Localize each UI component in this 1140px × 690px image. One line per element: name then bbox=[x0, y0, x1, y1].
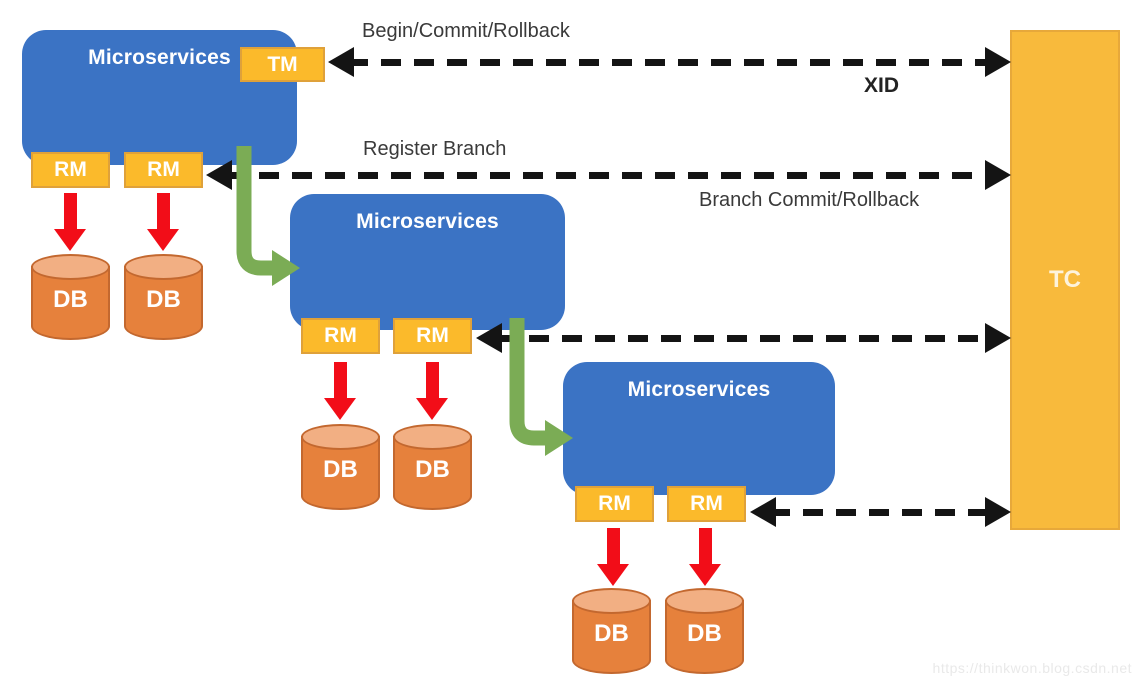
microservice-3-label: Microservices bbox=[627, 378, 771, 401]
red-down-arrow-icon bbox=[597, 528, 630, 586]
rm-badge-1a: RM bbox=[31, 152, 110, 188]
arrow-right-head-icon bbox=[985, 160, 1011, 190]
rm-badge-1b: RM bbox=[124, 152, 203, 188]
begin-commit-rollback-arrow bbox=[328, 47, 1011, 77]
rm-label: RM bbox=[324, 324, 357, 347]
red-down-arrow-icon bbox=[324, 362, 357, 420]
rm-badge-2b: RM bbox=[393, 318, 472, 354]
db-cylinder-1a: DB bbox=[31, 254, 110, 340]
red-down-arrow-icon bbox=[54, 193, 87, 251]
rm-label: RM bbox=[416, 324, 449, 347]
db-cylinder-2a: DB bbox=[301, 424, 380, 510]
rm-label: RM bbox=[147, 158, 180, 181]
tc-box: TC bbox=[1010, 30, 1120, 530]
rm-badge-2a: RM bbox=[301, 318, 380, 354]
microservice-1-label: Microservices bbox=[88, 46, 231, 69]
green-invoke-arrow-2 bbox=[509, 318, 573, 456]
green-invoke-arrow-1 bbox=[236, 146, 300, 286]
tm-badge: TM bbox=[240, 47, 325, 82]
red-down-arrow-icon bbox=[416, 362, 449, 420]
rm-badge-3b: RM bbox=[667, 486, 746, 522]
db-label: DB bbox=[53, 286, 88, 313]
red-down-arrow-icon bbox=[147, 193, 180, 251]
microservice-box-3: Microservices bbox=[563, 362, 835, 495]
red-down-arrow-icon bbox=[689, 528, 722, 586]
db-label: DB bbox=[687, 620, 722, 647]
arrow-right-head-icon bbox=[985, 47, 1011, 77]
tm-label: TM bbox=[267, 52, 298, 76]
rm-label: RM bbox=[598, 492, 631, 515]
dashed-line bbox=[496, 334, 991, 342]
xid-label: XID bbox=[864, 74, 900, 97]
watermark: https://thinkwon.blog.csdn.net bbox=[932, 660, 1132, 676]
arrow-right-head-icon bbox=[985, 323, 1011, 353]
microservice-2-label: Microservices bbox=[356, 210, 499, 233]
rm-badge-3a: RM bbox=[575, 486, 654, 522]
db-cylinder-3a: DB bbox=[572, 588, 651, 674]
arrow-right-head-icon bbox=[985, 497, 1011, 527]
db-cylinder-1b: DB bbox=[124, 254, 203, 340]
dashed-line bbox=[770, 508, 991, 516]
tc-label: TC bbox=[1049, 266, 1081, 293]
branch-commit-rollback-label: Branch Commit/Rollback bbox=[699, 189, 920, 211]
dashed-line bbox=[226, 171, 991, 179]
rm-label: RM bbox=[690, 492, 723, 515]
register-branch-arrow bbox=[206, 160, 1011, 190]
db-cylinder-2b: DB bbox=[393, 424, 472, 510]
begin-commit-rollback-label: Begin/Commit/Rollback bbox=[362, 20, 570, 42]
rm2-tc-arrow bbox=[476, 323, 1011, 353]
rm3-tc-arrow bbox=[750, 497, 1011, 527]
db-label: DB bbox=[594, 620, 629, 647]
register-branch-label: Register Branch bbox=[363, 138, 507, 160]
db-cylinder-3b: DB bbox=[665, 588, 744, 674]
db-label: DB bbox=[415, 456, 450, 483]
db-label: DB bbox=[146, 286, 181, 313]
microservice-box-2: Microservices bbox=[290, 194, 565, 330]
rm-label: RM bbox=[54, 158, 87, 181]
dashed-line bbox=[348, 58, 991, 66]
db-label: DB bbox=[323, 456, 358, 483]
